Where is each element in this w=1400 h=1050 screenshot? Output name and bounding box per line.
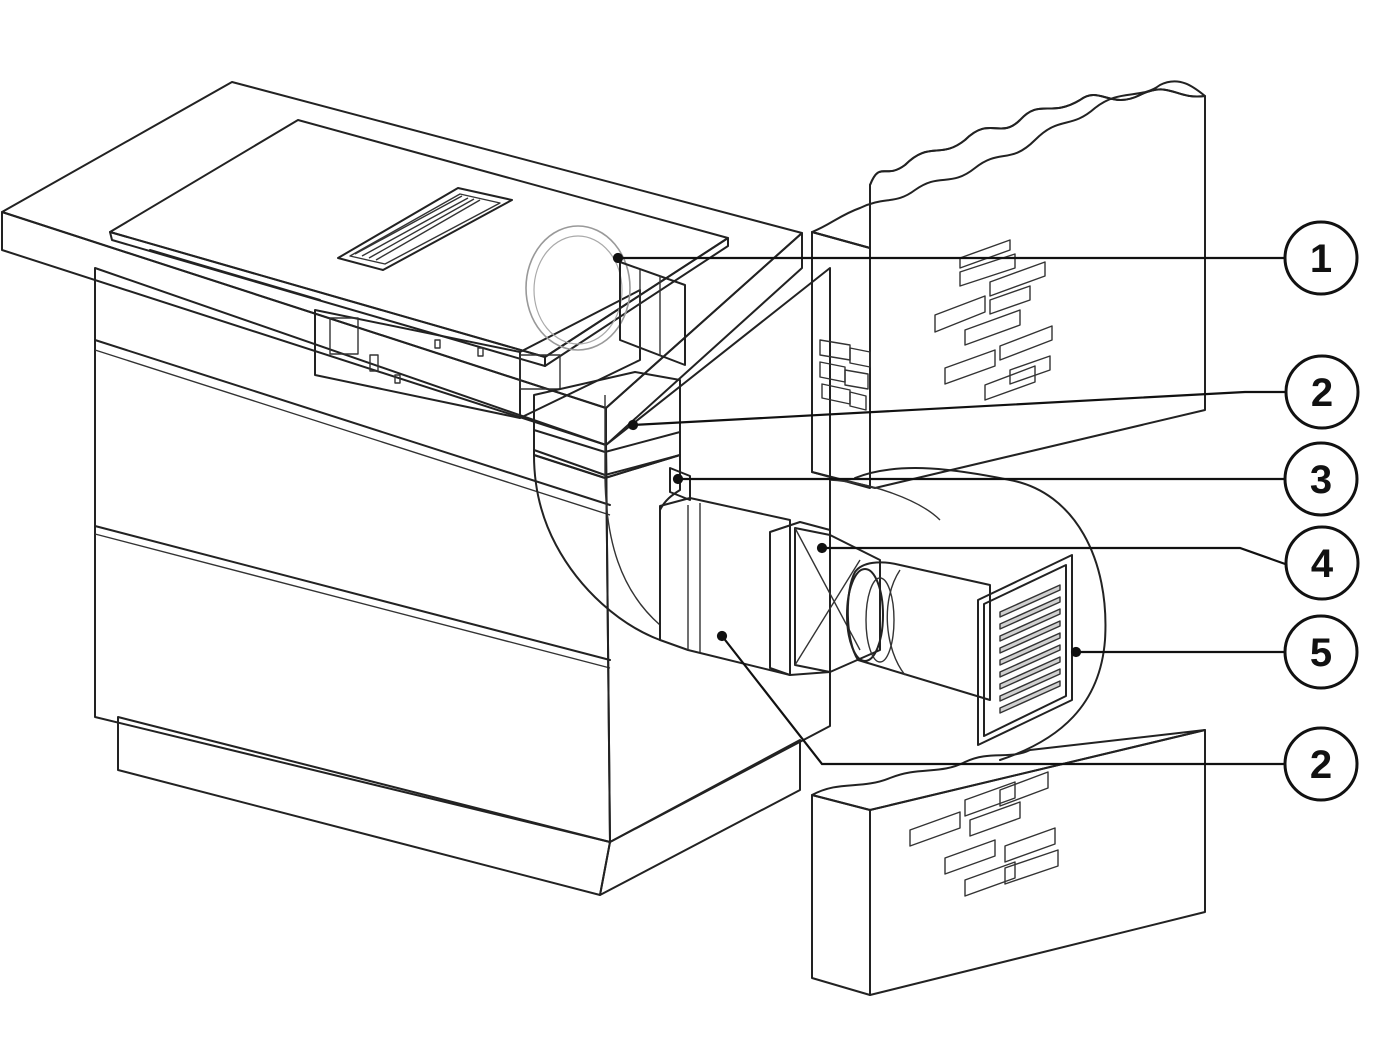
callout-1: 1 bbox=[1283, 220, 1359, 296]
drawer-line-1 bbox=[94, 339, 611, 506]
leader-lines bbox=[612, 252, 1289, 766]
callout-label: 2 bbox=[1310, 743, 1332, 787]
cabinet-side bbox=[605, 267, 831, 843]
callout-label: 5 bbox=[1310, 631, 1332, 675]
cabinet-plinth bbox=[117, 716, 611, 896]
bricks-lower bbox=[909, 771, 1059, 897]
callout-2a: 2 bbox=[1284, 354, 1360, 430]
wall-upper bbox=[811, 80, 1206, 489]
leader-4 bbox=[822, 546, 1289, 567]
callout-label: 3 bbox=[1310, 458, 1332, 502]
cooktop bbox=[109, 119, 729, 367]
callout-label: 4 bbox=[1311, 542, 1334, 586]
fan-unit bbox=[314, 225, 686, 419]
bricks-upper bbox=[819, 239, 1053, 411]
downdraft-vent bbox=[337, 187, 513, 271]
kitchen-cabinet bbox=[1, 81, 831, 896]
leader-2b bbox=[721, 635, 1284, 766]
callout-label: 2 bbox=[1311, 371, 1333, 415]
wall-lower bbox=[811, 729, 1206, 996]
countertop-side-edge bbox=[605, 232, 803, 446]
drawer-line-2 bbox=[94, 525, 611, 661]
callout-2b: 2 bbox=[1283, 726, 1359, 802]
duct-joint bbox=[669, 467, 691, 501]
countertop-front-edge bbox=[1, 211, 607, 446]
cooktop-edge bbox=[109, 231, 546, 367]
wall-grille bbox=[977, 554, 1073, 746]
ductwork bbox=[533, 371, 991, 701]
drawer-line-1b bbox=[94, 349, 611, 516]
callout-3: 3 bbox=[1283, 441, 1359, 517]
duct-bend bbox=[533, 454, 681, 641]
grille-louvers bbox=[999, 584, 1061, 714]
leader-2a bbox=[632, 390, 1286, 427]
callout-4: 4 bbox=[1284, 525, 1360, 601]
drawer-line-2b bbox=[94, 533, 611, 669]
callout-5: 5 bbox=[1283, 614, 1359, 690]
wall-opening bbox=[854, 467, 1107, 761]
cabinet-plinth-side bbox=[599, 739, 801, 896]
callout-label: 1 bbox=[1310, 237, 1332, 281]
duct-round bbox=[846, 561, 991, 701]
round-connector bbox=[525, 225, 631, 351]
cooktop-trim bbox=[149, 249, 321, 301]
